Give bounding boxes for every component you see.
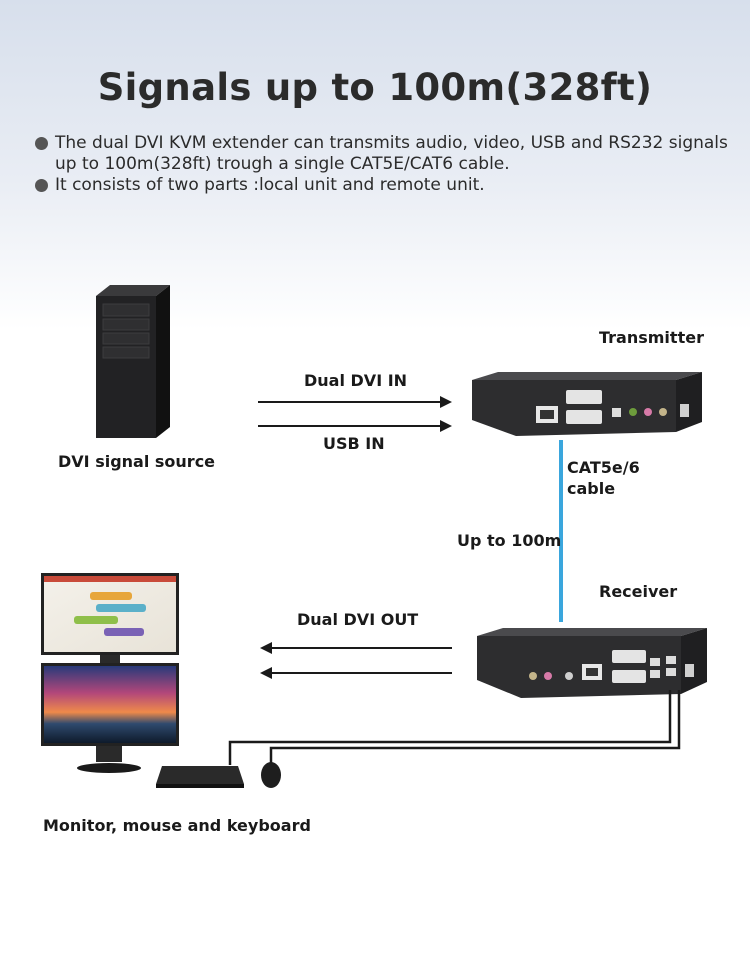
page-title: Signals up to 100m(328ft) bbox=[97, 66, 653, 109]
bullet-item-2: It consists of two parts :local unit and… bbox=[35, 175, 735, 196]
monitor-top-icon bbox=[41, 573, 179, 663]
dvi-source-label: DVI signal source bbox=[58, 452, 216, 471]
keyboard-cable bbox=[228, 690, 672, 765]
bullet-dot-icon bbox=[35, 179, 48, 192]
keyboard-icon bbox=[156, 766, 244, 788]
transmitter-device-icon bbox=[472, 372, 702, 436]
dvi-out-label: Dual DVI OUT bbox=[297, 610, 419, 629]
bullet-text-2: It consists of two parts :local unit and… bbox=[55, 175, 485, 195]
cable-label: cable bbox=[567, 479, 616, 498]
pc-tower-icon bbox=[96, 285, 170, 438]
bullet-text-1: The dual DVI KVM extender can transmits … bbox=[55, 133, 728, 174]
cable-type-label: CAT5e/6 bbox=[567, 458, 640, 477]
dvi-in-label: Dual DVI IN bbox=[304, 371, 408, 390]
receiver-label: Receiver bbox=[599, 582, 678, 601]
bullet-dot-icon bbox=[35, 137, 48, 150]
usb-in-label: USB IN bbox=[323, 434, 385, 453]
mouse-cable bbox=[269, 690, 681, 766]
mouse-icon bbox=[261, 762, 281, 788]
monitor-group-label: Monitor, mouse and keyboard bbox=[43, 816, 311, 835]
receiver-device-icon bbox=[477, 628, 707, 698]
distance-label: Up to 100m bbox=[457, 531, 562, 550]
bullet-item-1: The dual DVI KVM extender can transmits … bbox=[35, 133, 735, 175]
monitor-bottom-icon bbox=[41, 663, 179, 773]
transmitter-label: Transmitter bbox=[599, 328, 704, 347]
